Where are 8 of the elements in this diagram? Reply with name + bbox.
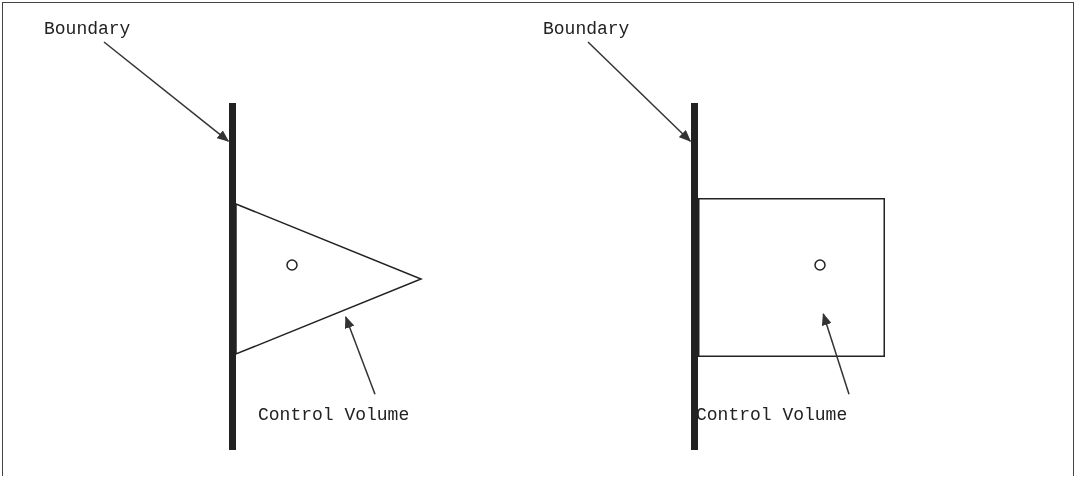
- arrow: [587, 41, 692, 142]
- arrow: [103, 41, 230, 142]
- arrow: [821, 313, 850, 395]
- label-text: Boundary: [543, 18, 631, 41]
- label-text: Boundary: [44, 18, 132, 41]
- label-text: Control Volume: [258, 404, 411, 427]
- label-text: Control Volume: [696, 404, 849, 427]
- arrow: [344, 316, 376, 395]
